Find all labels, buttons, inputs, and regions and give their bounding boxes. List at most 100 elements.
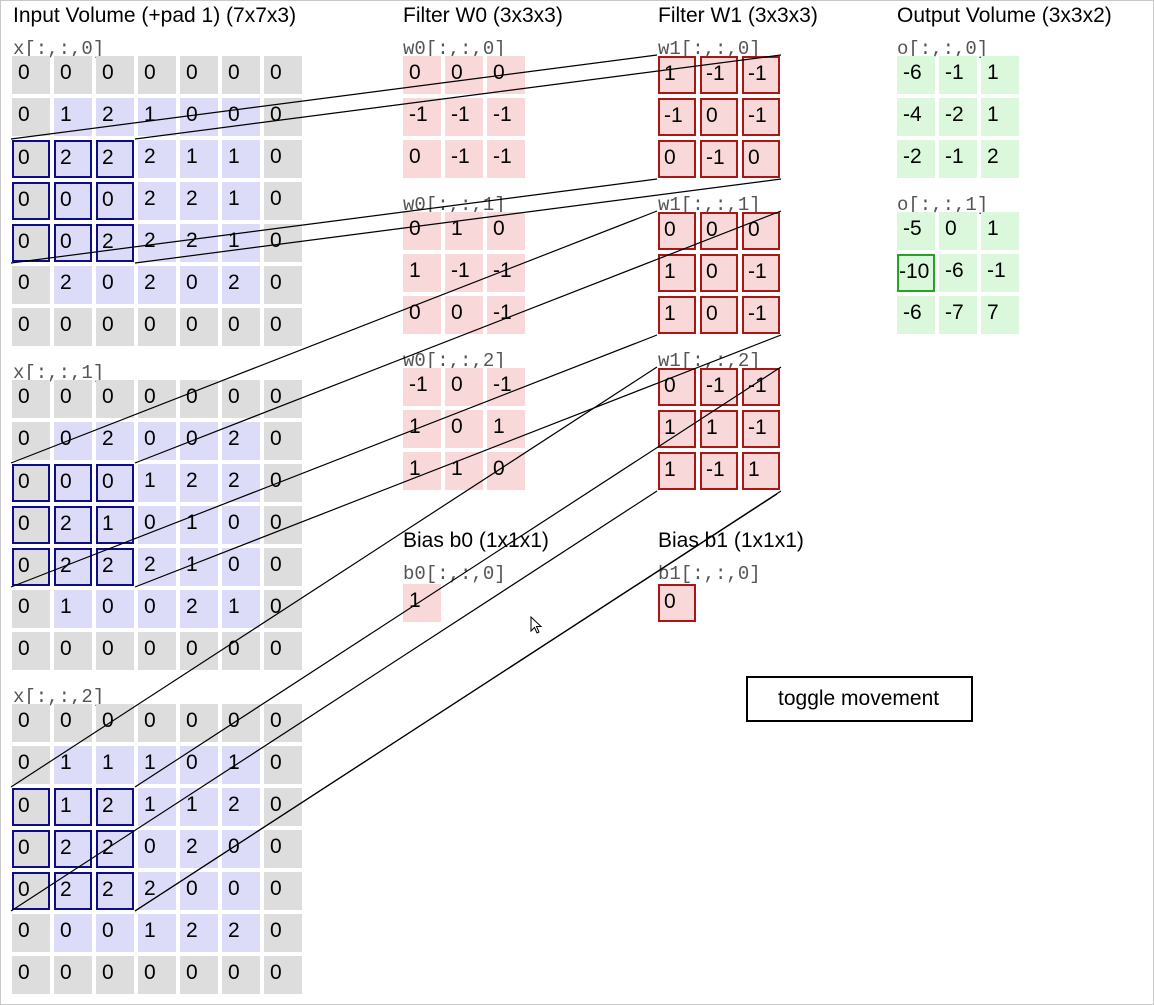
input-cell: 0	[96, 380, 134, 418]
w0-cell: 1	[403, 452, 441, 490]
input-cell: 0	[12, 632, 50, 670]
input-cell: 1	[222, 590, 260, 628]
bias-b0-label: b0[:,:,0]	[403, 563, 506, 585]
input-cell: 1	[222, 140, 260, 178]
input-cell: 1	[180, 548, 218, 586]
w1-cell: -1	[742, 254, 780, 292]
input-cell: 2	[54, 140, 92, 178]
input-cell: 2	[96, 548, 134, 586]
w1-cell: 1	[700, 410, 738, 448]
input-cell: 2	[54, 506, 92, 544]
input-cell: 0	[264, 422, 302, 460]
input-cell: 0	[138, 422, 176, 460]
input-cell: 1	[222, 224, 260, 262]
input-cell: 2	[180, 224, 218, 262]
input-cell: 0	[138, 590, 176, 628]
input-cell: 1	[138, 98, 176, 136]
w1-cell: 0	[658, 140, 696, 178]
bias-b1-cell: 0	[658, 584, 696, 622]
input-cell: 0	[222, 308, 260, 346]
output-cell: -6	[897, 56, 935, 94]
input-cell: 0	[54, 632, 92, 670]
w1-cell: -1	[658, 98, 696, 136]
output-cell: 2	[981, 140, 1019, 178]
w0-cell: 1	[487, 410, 525, 448]
w0-cell: -1	[487, 368, 525, 406]
input-cell: 1	[138, 746, 176, 784]
w1-cell: -1	[700, 56, 738, 94]
input-cell: 0	[12, 464, 50, 502]
input-cell: 0	[54, 704, 92, 742]
input-cell: 0	[54, 182, 92, 220]
input-cell: 0	[96, 704, 134, 742]
input-cell: 0	[222, 632, 260, 670]
input-cell: 0	[180, 98, 218, 136]
input-cell: 1	[180, 140, 218, 178]
input-cell: 0	[222, 830, 260, 868]
input-cell: 2	[54, 266, 92, 304]
input-cell: 0	[54, 56, 92, 94]
filter-w1-title: Filter W1 (3x3x3)	[658, 4, 818, 27]
w1-cell: -1	[742, 410, 780, 448]
w0-cell: -1	[445, 140, 483, 178]
w1-cell: 0	[700, 296, 738, 334]
input-cell: 0	[222, 380, 260, 418]
input-cell: 0	[222, 56, 260, 94]
input-cell: 0	[180, 56, 218, 94]
input-cell: 0	[180, 746, 218, 784]
input-cell: 0	[264, 914, 302, 952]
input-cell: 0	[96, 590, 134, 628]
pointer-cursor-icon	[530, 616, 543, 634]
toggle-movement-button[interactable]: toggle movement	[746, 676, 973, 722]
w0-cell: 0	[487, 56, 525, 94]
input-cell: 2	[96, 788, 134, 826]
input-cell: 0	[264, 590, 302, 628]
output-slice-label-1: o[:,:,1]	[897, 194, 989, 216]
output-cell: -4	[897, 98, 935, 136]
w0-cell: 0	[487, 452, 525, 490]
w0-cell: 0	[445, 410, 483, 448]
input-cell: 0	[138, 308, 176, 346]
w1-cell: 1	[742, 452, 780, 490]
output-cell: 0	[939, 212, 977, 250]
filter-w0-title: Filter W0 (3x3x3)	[403, 4, 563, 27]
input-cell: 0	[12, 548, 50, 586]
input-cell: 1	[54, 98, 92, 136]
w1-cell: 1	[658, 254, 696, 292]
input-cell: 2	[180, 914, 218, 952]
w1-cell: 0	[700, 254, 738, 292]
input-cell: 1	[96, 506, 134, 544]
input-cell: 0	[180, 422, 218, 460]
input-cell: 0	[264, 548, 302, 586]
input-cell: 0	[96, 308, 134, 346]
input-cell: 2	[96, 830, 134, 868]
w0-cell: -1	[487, 296, 525, 334]
input-cell: 0	[138, 506, 176, 544]
w0-cell: -1	[445, 98, 483, 136]
output-cell: -7	[939, 296, 977, 334]
input-cell: 0	[54, 464, 92, 502]
input-cell: 0	[264, 872, 302, 910]
input-cell: 2	[96, 224, 134, 262]
bias-b0-title: Bias b0 (1x1x1)	[403, 529, 549, 552]
input-cell: 2	[180, 464, 218, 502]
output-cell: -5	[897, 212, 935, 250]
input-cell: 0	[12, 872, 50, 910]
input-cell: 0	[222, 956, 260, 994]
input-cell: 0	[180, 308, 218, 346]
input-cell: 0	[264, 506, 302, 544]
bias-b0-cell: 1	[403, 584, 441, 622]
input-cell: 0	[138, 380, 176, 418]
output-cell: -1	[981, 254, 1019, 292]
input-cell: 2	[222, 464, 260, 502]
input-cell: 0	[264, 632, 302, 670]
input-cell: 0	[264, 380, 302, 418]
w1-cell: -1	[700, 368, 738, 406]
output-cell: 1	[981, 212, 1019, 250]
input-cell: 0	[96, 266, 134, 304]
input-cell: 2	[222, 266, 260, 304]
output-cell: -6	[939, 254, 977, 292]
w1-cell: 1	[658, 410, 696, 448]
w0-cell: 0	[487, 212, 525, 250]
